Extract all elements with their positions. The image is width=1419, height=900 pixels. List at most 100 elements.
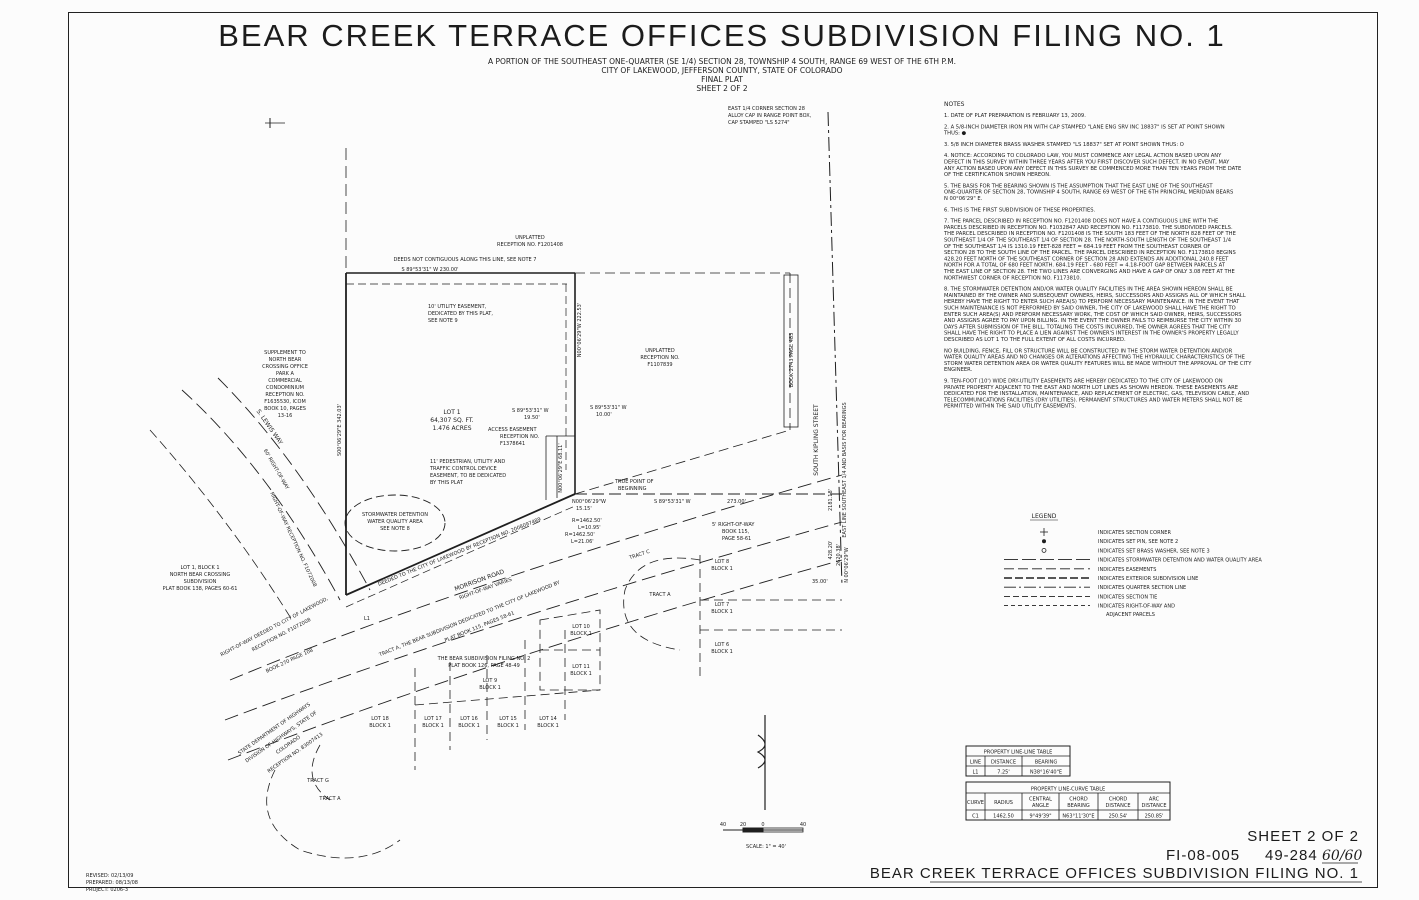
subtitle-line: CITY OF LAKEWOOD, JEFFERSON COUNTY, STAT… xyxy=(601,66,842,75)
south-lot-line xyxy=(345,493,576,596)
small-seg-bearing: N00°06'29"E xyxy=(558,461,564,493)
curve-label: L=21.06' xyxy=(571,539,594,545)
revision-line: REVISED: 02/13/09 xyxy=(86,873,133,879)
legend-item: ADJACENT PARCELS xyxy=(1106,612,1155,618)
note-line: WATER QUALITY AREAS AND NO CHANGES OR AL… xyxy=(944,355,1245,361)
lewis-row-label: 60' RIGHT-OF-WAY xyxy=(262,448,290,491)
table-cell: 7.25' xyxy=(997,770,1010,776)
tract-g-line xyxy=(311,744,331,801)
note-line: OF THE SOUTHEAST 1/4 IS 1310.19 FEET-828… xyxy=(944,244,1210,250)
curve-label: R=1462.50' xyxy=(572,518,602,524)
case-number: 49-284 xyxy=(1265,847,1318,864)
tract-c-label: TRACT C xyxy=(628,549,652,562)
morrison-row-north xyxy=(229,474,843,681)
stormwater-label: STORMWATER DETENTION xyxy=(362,512,428,518)
lot-block-label: BLOCK 1 xyxy=(711,649,733,655)
sheet-number: SHEET 2 OF 2 xyxy=(1247,828,1359,845)
note-line: DAYS AFTER SUBMISSION OF THE BILL, TOTAL… xyxy=(944,324,1231,330)
table-cell: N38°16'40"E xyxy=(1030,770,1062,776)
scale-tick: 0 xyxy=(761,822,764,828)
scale-tick: 40 xyxy=(720,822,726,828)
tract-a-label: TRACT A xyxy=(648,592,671,598)
table-header: LINE xyxy=(970,760,981,766)
legend-item: INDICATES EXTERIOR SUBDIVISION LINE xyxy=(1098,576,1198,582)
legend-symbol xyxy=(1041,548,1047,553)
file-number: FI-08-005 xyxy=(1166,847,1240,864)
north-distance: 230.00' xyxy=(440,267,459,273)
lot1-label: LOT 1 xyxy=(443,409,460,416)
book270-label: BOOK 270 PAGE 108 xyxy=(265,648,314,675)
note-line: THE PARCEL DESCRIBED IN RECEPTION NO. F1… xyxy=(943,231,1236,237)
lot-block-label: BLOCK 1 xyxy=(422,723,444,729)
scale-tick: 40 xyxy=(800,822,806,828)
east-distance: 222.53' xyxy=(577,303,583,322)
note-line: HEREBY HAVE THE RIGHT TO ENTER SUCH AREA… xyxy=(944,299,1240,305)
lot-label: LOT 17 xyxy=(424,716,442,722)
ped-easement-line xyxy=(345,505,576,608)
note-line: N 00°06'29" E. xyxy=(944,196,983,202)
unplatted-east-label: UNPLATTED xyxy=(645,348,675,354)
corner-note-line: EAST 1/4 CORNER SECTION 28 xyxy=(728,106,805,112)
west-bearing: S00°06'29"E xyxy=(337,424,343,456)
stormwater-label: WATER QUALITY AREA xyxy=(367,519,423,525)
note-line: TELECOMMUNICATIONS FACILITIES (DRY UTILI… xyxy=(943,397,1242,403)
tract-a-cul-de-sac xyxy=(623,557,701,651)
subtitle-line: FINAL PLAT xyxy=(701,75,743,84)
title-block-title: BEAR CREEK TERRACE OFFICES SUBDIVISION F… xyxy=(870,865,1359,882)
deeds-note: DEEDS NOT CONTIGUOUS ALONG THIS LINE, SE… xyxy=(394,257,537,263)
row-35-label: 35.00' xyxy=(812,579,828,585)
table-header: RADIUS xyxy=(994,800,1013,806)
note-line: MAINTAINED BY THE OWNER AND SUBSEQUENT O… xyxy=(944,293,1246,299)
map-linework xyxy=(149,111,843,859)
supplement-label: SUPPLEMENT TO NORTH BEAR CROSSING OFFICE… xyxy=(262,350,308,419)
unplatted-east-label: F1107839 xyxy=(647,362,672,368)
north-bearing-value: S 89°53'31" W xyxy=(401,267,438,273)
access-label: ACCESS EASEMENT xyxy=(488,427,538,433)
note-line: SECTION 28 TO THE SOUTH LINE OF THE PARC… xyxy=(944,250,1236,256)
east-bearing: N00°06'29"W xyxy=(577,323,583,357)
revision-line: PREPARED: 08/13/08 xyxy=(86,880,138,886)
lot-block-label: BLOCK 1 xyxy=(570,631,592,637)
east-line-label: N00°06'29"W 222.53' xyxy=(577,303,583,357)
sheet-border xyxy=(68,12,1378,888)
lot1-block1-label: NORTH BEAR CROSSING xyxy=(170,572,231,578)
subtitle-line: A PORTION OF THE SOUTHEAST ONE-QUARTER (… xyxy=(488,57,956,66)
scale-label: SCALE: 1" = 40' xyxy=(746,844,786,850)
table-cell: 250.85' xyxy=(1145,814,1164,820)
morrison-row-south xyxy=(224,521,843,721)
supplement-line: NORTH BEAR xyxy=(269,357,302,363)
title-block: SHEET 2 OF 2 FI-08-005 49-284 60/60 BEAR… xyxy=(870,828,1362,883)
supplement-line: 13-16 xyxy=(278,413,293,419)
table-cell: 250.54' xyxy=(1109,814,1128,820)
curve-label: L=10.95' xyxy=(578,525,601,531)
kipling-street-label: SOUTH KIPLING STREET xyxy=(813,404,820,476)
north-arrow xyxy=(756,715,766,810)
note-line: THE EAST LINE OF SECTION 28. THE TWO LIN… xyxy=(943,269,1235,275)
note-line: OF THE CERTIFICATION SHOWN HEREON. xyxy=(944,172,1051,178)
pedestrian-label: 11' PEDESTRIAN, UTILITY AND xyxy=(430,459,505,465)
lot1-block1-label: SUBDIVISION xyxy=(184,579,217,585)
legend-item: INDICATES STORMWATER DETENTION AND WATER… xyxy=(1098,558,1262,564)
note-line: ENTER SUCH AREA(S) AND PERFORM NECESSARY… xyxy=(944,312,1242,318)
distance-a: 19.50' xyxy=(524,415,540,421)
handwritten-page: 60/60 xyxy=(1322,848,1362,864)
table-header: CURVE xyxy=(967,800,984,806)
note-line: STORM WATER DETENTION AREA OR WATER QUAL… xyxy=(944,361,1252,367)
legend-item: INDICATES SET BRASS WASHER, SEE NOTE 3 xyxy=(1098,548,1210,554)
table-cell: L1 xyxy=(973,770,979,776)
legend-item: INDICATES SECTION TIE xyxy=(1098,594,1157,600)
lot-label: LOT 6 xyxy=(715,642,729,648)
utility-easement-label: 10' UTILITY EASEMENT, xyxy=(428,304,487,310)
note-line: PARCELS DESCRIBED IN RECEPTION NO. F1032… xyxy=(944,225,1233,231)
state-dept-label: DIVISION OF HIGHWAYS, STATE OF xyxy=(244,710,318,764)
east-tie-1: 2181.18' xyxy=(828,489,834,511)
supplement-line: PARK A xyxy=(276,371,294,377)
note-line: 9. TEN-FOOT (10') WIDE DRY-UTILITY EASEM… xyxy=(944,379,1223,385)
